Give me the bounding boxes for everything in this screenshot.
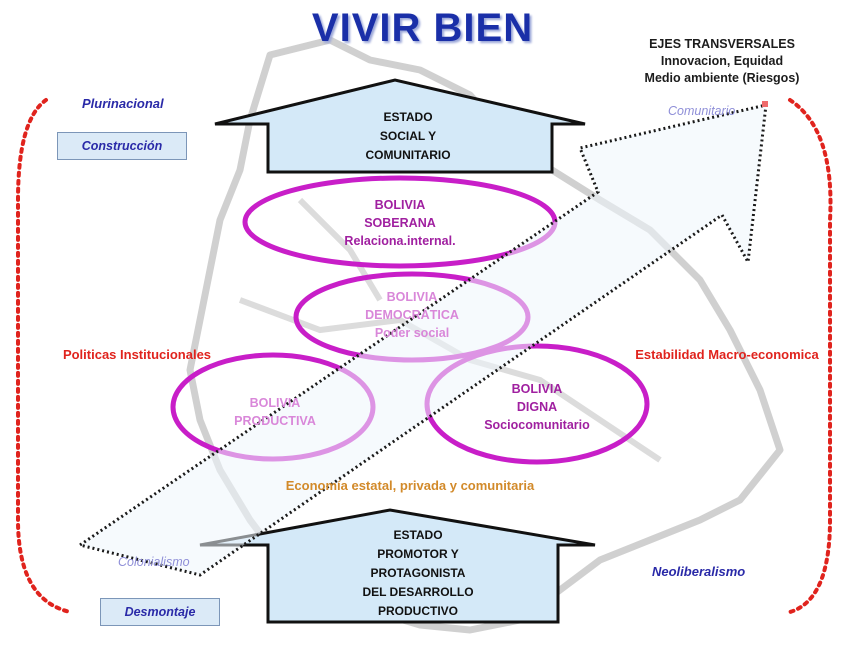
label-neoliberalismo: Neoliberalismo xyxy=(652,564,746,579)
productiva-line2: PRODUCTIVA xyxy=(234,414,316,428)
soberana-line3: Relaciona.internal. xyxy=(344,234,456,248)
soberana-line2: SOBERANA xyxy=(364,216,436,230)
ejes-heading: EJES TRANSVERSALES xyxy=(649,37,795,51)
house-bottom-text: ESTADO PROMOTOR Y PROTAGONISTA DEL DESAR… xyxy=(318,526,518,621)
house-top-line3: COMUNITARIO xyxy=(365,148,451,162)
democratica-line2: DEMOCRÁTICA xyxy=(365,308,459,322)
label-construccion: Construcción xyxy=(57,132,187,160)
label-estabilidad: Estabilidad Macro-economica xyxy=(635,347,819,362)
economia-label: Economía estatal, privada y comunitaria xyxy=(285,478,535,493)
ejes-line1: Innovacion, Equidad xyxy=(660,54,784,68)
corner-marker xyxy=(762,101,768,107)
ellipse-productiva-text: BOLIVIA PRODUCTIVA xyxy=(200,394,350,430)
label-plurinacional: Plurinacional xyxy=(82,96,164,111)
label-comunitario: Comunitario xyxy=(668,104,736,118)
house-bottom-line3: PROTAGONISTA xyxy=(370,566,466,580)
digna-line1: BOLIVIA xyxy=(511,382,563,396)
ellipse-digna-text: BOLIVIA DIGNA Sociocomunitario xyxy=(462,380,612,434)
label-desmontaje: Desmontaje xyxy=(100,598,220,626)
house-top-line2: SOCIAL Y xyxy=(379,129,437,143)
label-politicas: Politicas Institucionales xyxy=(62,347,212,362)
democratica-line1: BOLIVIA xyxy=(386,290,438,304)
left-bracket xyxy=(16,98,72,614)
house-bottom-line5: PRODUCTIVO xyxy=(377,604,458,618)
page-title: VIVIR BIEN xyxy=(311,6,534,50)
bottom-house-shape xyxy=(199,508,596,624)
digna-line2: DIGNA xyxy=(516,400,558,414)
democratica-line3: Poder social xyxy=(374,326,450,340)
productiva-line1: BOLIVIA xyxy=(249,396,301,410)
digna-line3: Sociocomunitario xyxy=(484,418,590,432)
soberana-line1: BOLIVIA xyxy=(374,198,426,212)
ellipse-soberana-text: BOLIVIA SOBERANA Relaciona.internal. xyxy=(300,196,500,250)
right-bracket xyxy=(788,98,833,614)
diagonal-arrow xyxy=(76,103,768,577)
house-top-line1: ESTADO xyxy=(383,110,433,124)
label-colonialismo: Colonialismo xyxy=(118,555,190,569)
house-bottom-line2: PROMOTOR Y xyxy=(377,547,459,561)
ejes-transversales: EJES TRANSVERSALES Innovacion, Equidad M… xyxy=(607,36,837,87)
house-top-text: ESTADO SOCIAL Y COMUNITARIO xyxy=(318,108,498,165)
ejes-line2: Medio ambiente (Riesgos) xyxy=(644,71,800,85)
top-house-shape xyxy=(214,78,586,174)
house-bottom-line4: DEL DESARROLLO xyxy=(362,585,474,599)
house-bottom-line1: ESTADO xyxy=(393,528,443,542)
ellipse-democratica-text: BOLIVIA DEMOCRÁTICA Poder social xyxy=(312,288,512,342)
